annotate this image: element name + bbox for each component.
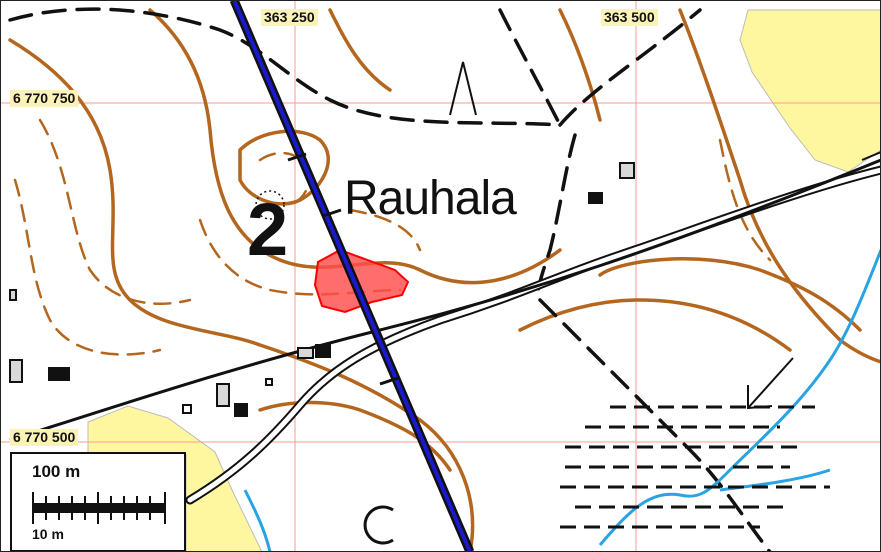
highlighted-area[interactable] xyxy=(313,248,410,314)
building xyxy=(315,344,331,358)
building xyxy=(619,162,635,179)
building xyxy=(588,192,603,204)
grid-label-x2: 363 500 xyxy=(601,9,658,26)
power-line xyxy=(229,0,475,552)
slope-arrow-icon xyxy=(747,357,794,410)
road xyxy=(185,165,881,505)
cliff-symbol xyxy=(449,61,477,116)
building xyxy=(9,359,23,383)
track-road xyxy=(9,158,881,442)
pit-symbol xyxy=(363,505,394,545)
field-area-northeast xyxy=(739,9,881,173)
building xyxy=(216,383,230,407)
scale-minor-label: 10 m xyxy=(32,526,64,542)
scale-major-label: 100 m xyxy=(32,462,81,481)
building xyxy=(48,367,70,381)
footpaths xyxy=(8,7,772,552)
grid-label-y2: 6 770 500 xyxy=(10,429,79,446)
field-boundary xyxy=(861,151,881,161)
building xyxy=(297,347,314,359)
building xyxy=(265,378,273,386)
scale-ruler-icon xyxy=(32,492,166,524)
scale-bar: 100 m 10 m xyxy=(10,452,186,552)
stream-west xyxy=(243,489,272,552)
place-name-label: Rauhala xyxy=(344,172,517,225)
marsh-symbols xyxy=(560,405,830,529)
grid-label-y1: 6 770 750 xyxy=(10,90,79,107)
dotted-depression xyxy=(255,190,285,220)
buildings xyxy=(9,162,635,417)
building xyxy=(9,289,17,301)
location-marker-number[interactable]: 2 xyxy=(247,188,289,271)
stream xyxy=(598,249,881,546)
building xyxy=(234,403,248,417)
form-lines xyxy=(13,118,772,356)
grid-label-x1: 363 250 xyxy=(261,9,318,26)
building xyxy=(182,404,192,414)
